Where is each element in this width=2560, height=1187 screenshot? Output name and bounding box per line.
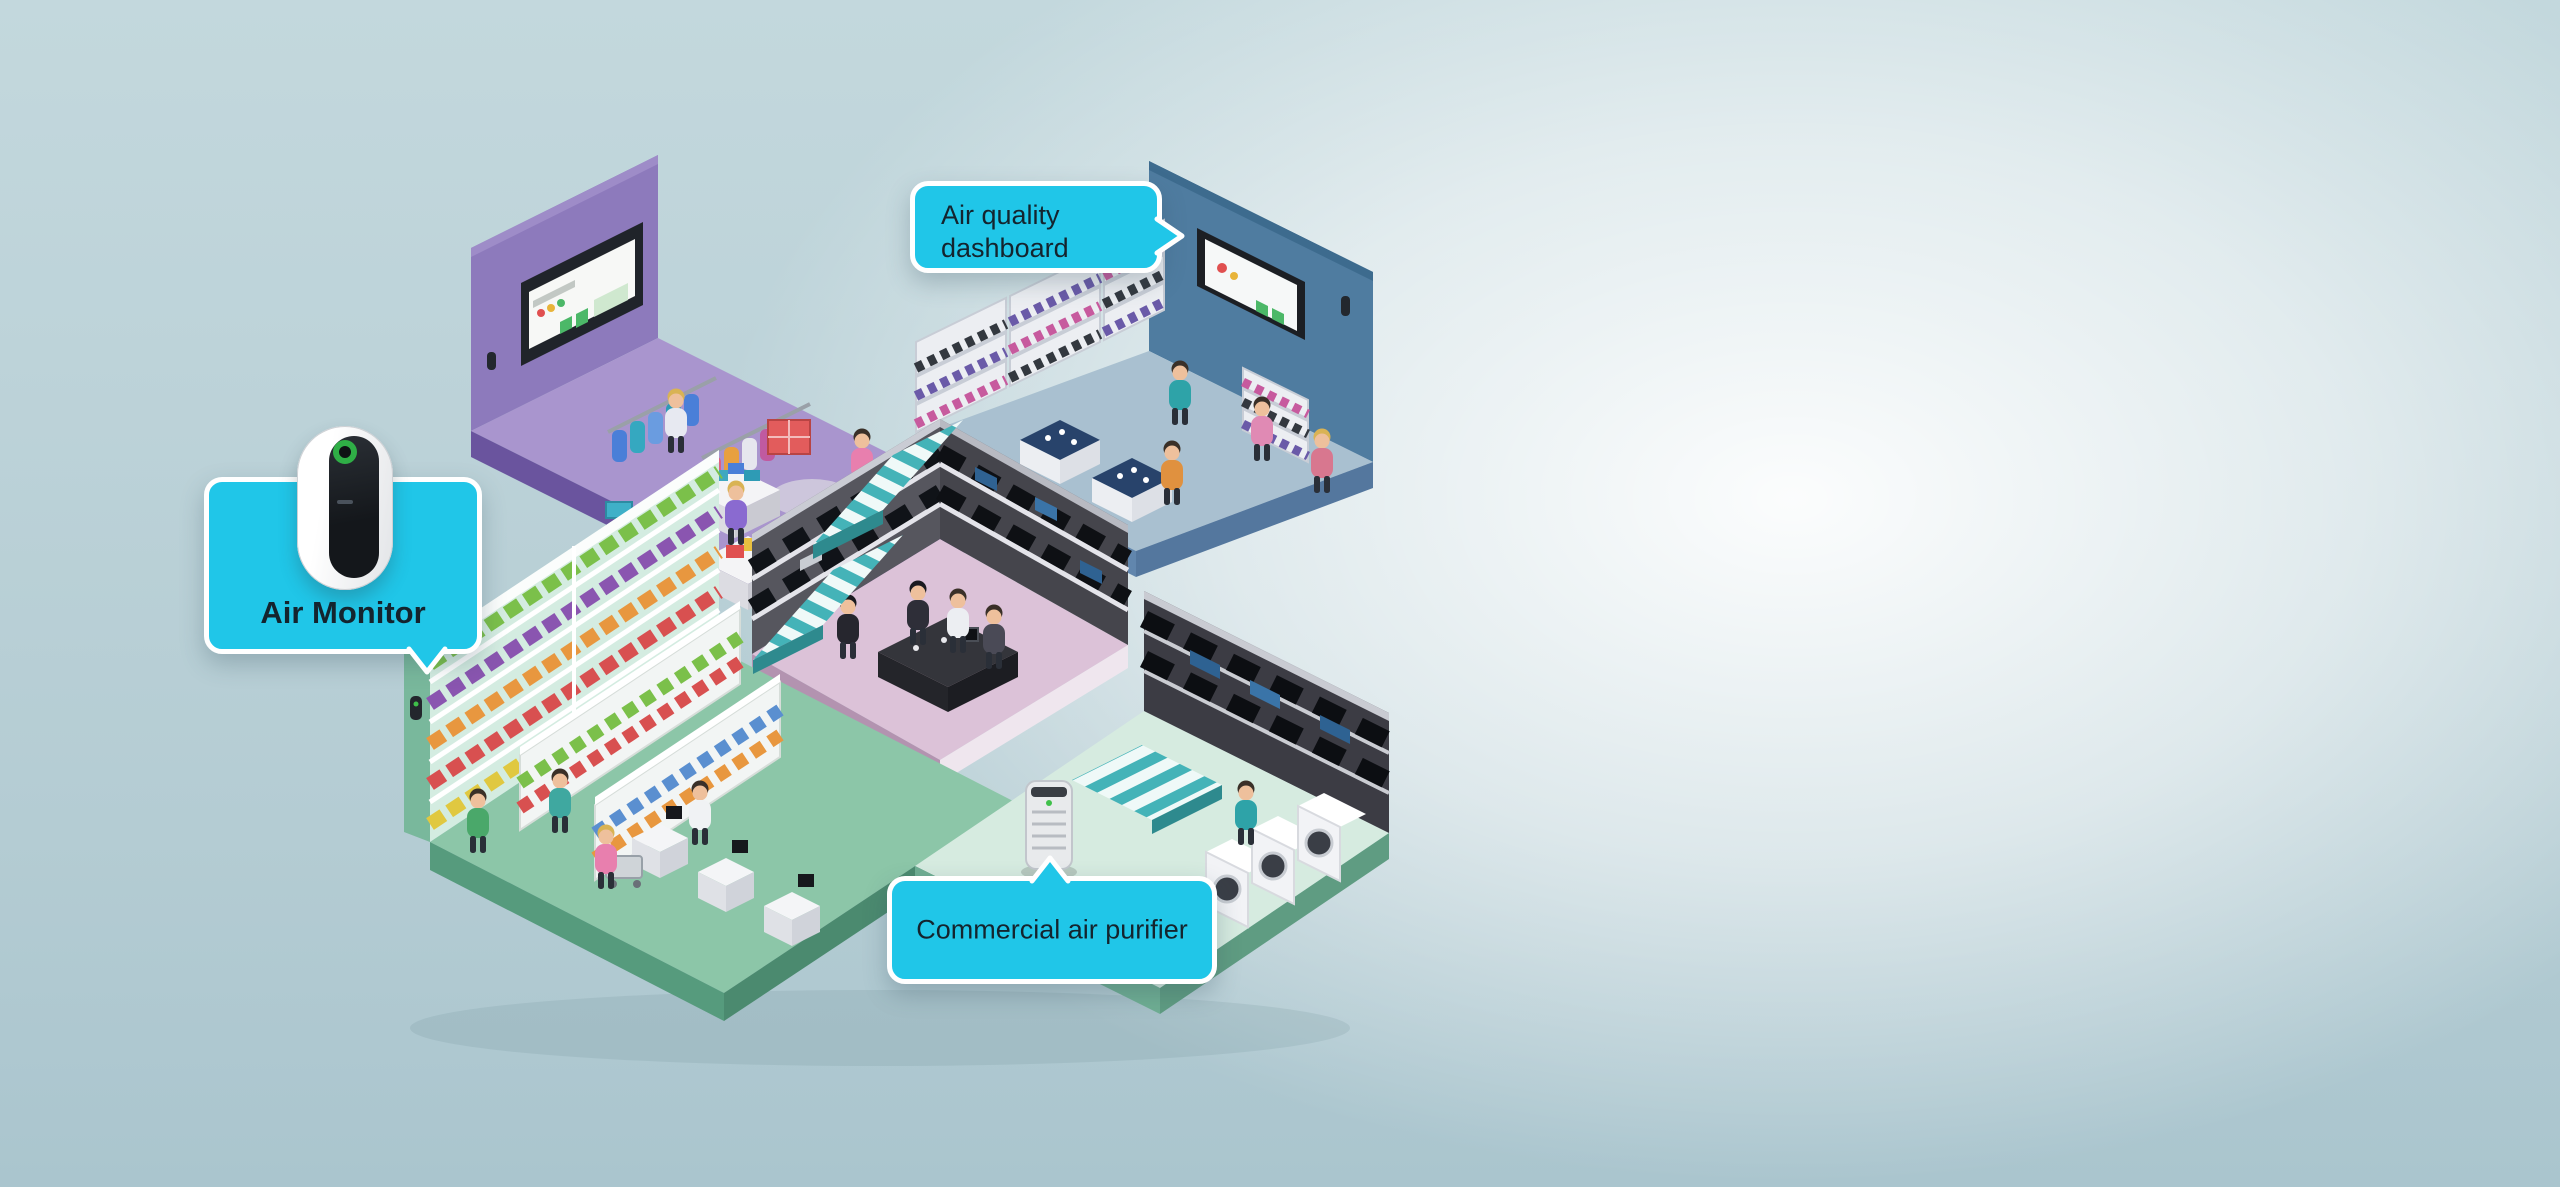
checkout-stand [632, 806, 688, 878]
wall-shelf-unit [1241, 366, 1310, 464]
wall-mounted-air-monitor [410, 696, 422, 720]
computer-shelf-wall-right [936, 419, 1132, 645]
display-table [1092, 458, 1172, 522]
tv-shelf-wall [1139, 591, 1394, 833]
air-monitor-sensor-ring [333, 440, 357, 464]
air-monitor-logo-mark [337, 500, 353, 504]
callout-air-quality-dashboard: Air quality dashboard [910, 181, 1185, 273]
air-quality-dashboard-label: Air quality dashboard [941, 200, 1069, 263]
wall-air-monitor-purple [487, 352, 496, 370]
grocery-floor-skirt-left [430, 842, 724, 1021]
staircase [813, 420, 963, 559]
display-table [1020, 420, 1100, 484]
shelf-unit [1007, 250, 1103, 388]
ground-shadow [410, 990, 1350, 1066]
callout-air-monitor: Air Monitor [204, 426, 482, 675]
checkout-stand [698, 840, 754, 912]
air-monitor-product-image [297, 426, 393, 590]
staircase [1072, 745, 1222, 834]
red-display-crate [767, 419, 811, 455]
blue-appliance-room [912, 161, 1373, 577]
wall-dashboard-screen-right [1197, 228, 1305, 340]
mint-floor-skirt-right [1160, 833, 1389, 1014]
checkout-stand [764, 874, 820, 946]
callout-tail [1028, 855, 1072, 884]
wall-dashboard-screen-left [521, 222, 643, 366]
pink-floor-skirt-right [940, 645, 1128, 783]
grocery-floor [430, 650, 1013, 993]
wall-air-monitor-blue [1341, 296, 1350, 316]
purple-wall-trim [471, 155, 658, 257]
staircase [753, 535, 903, 674]
grocery-wall-exterior [404, 622, 430, 842]
callout-tail [1154, 216, 1185, 256]
blue-wall-trim [1149, 161, 1373, 281]
blue-floor [912, 351, 1373, 551]
callout-commercial-air-purifier: Commercial air purifier [887, 855, 1217, 984]
callout-tail [405, 646, 449, 675]
staircases [753, 420, 1222, 834]
blue-floor-skirt-right [1136, 462, 1373, 577]
commercial-air-purifier-label: Commercial air purifier [916, 914, 1188, 945]
shelf-unit [913, 296, 1009, 434]
air-monitor-label: Air Monitor [260, 595, 426, 630]
